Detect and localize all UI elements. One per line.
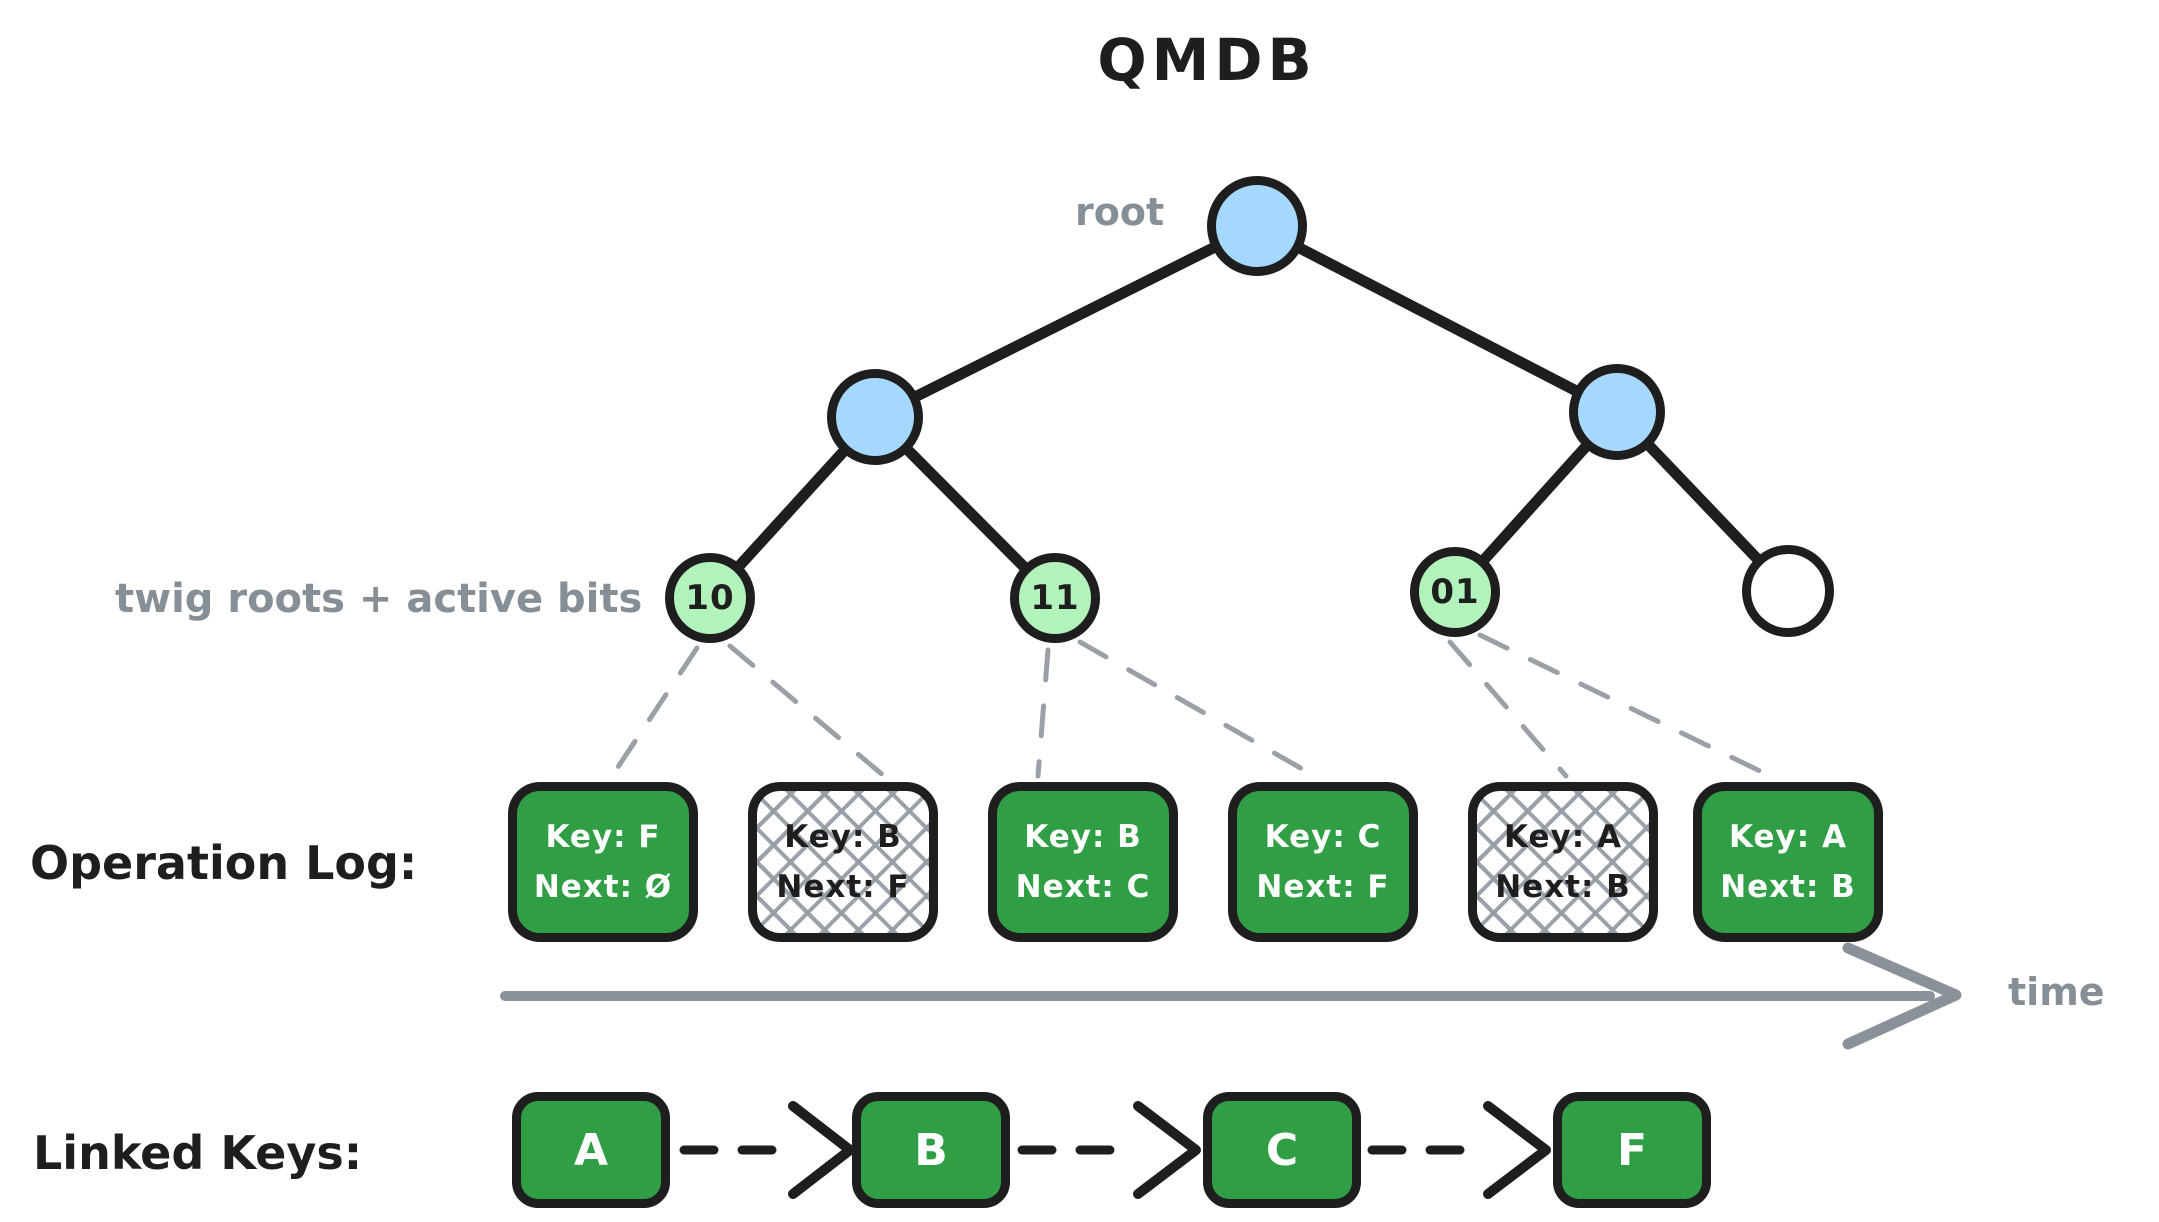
op-log-entry-3: Key: B Next: C — [988, 782, 1178, 942]
op-log-entry-1-key: Key: F — [545, 819, 661, 855]
twig-node-empty — [1742, 545, 1834, 637]
op-log-entry-4-key: Key: C — [1264, 819, 1382, 855]
linked-key-b: B — [852, 1092, 1010, 1208]
root-label: root — [1075, 190, 1165, 234]
dashed-link-twig11-op3 — [1035, 647, 1051, 779]
diagram-title: QMDB — [1097, 26, 1317, 94]
op-log-entry-3-next: Next: C — [1015, 869, 1151, 905]
op-log-entry-5-next: Next: B — [1495, 869, 1631, 905]
linked-key-f-label: F — [1616, 1124, 1648, 1176]
op-log-entry-4-next: Next: F — [1256, 869, 1390, 905]
twig-node-11-label: 11 — [1030, 578, 1080, 618]
op-log-entry-3-key: Key: B — [1024, 819, 1142, 855]
op-log-entry-1-next: Next: Ø — [533, 869, 673, 905]
internal-node-right — [1569, 364, 1665, 460]
linked-key-b-label: B — [914, 1124, 948, 1176]
op-log-entry-4: Key: C Next: F — [1228, 782, 1418, 942]
dashed-link-twig01-op6 — [1477, 632, 1767, 776]
operation-log-label: Operation Log: — [30, 836, 418, 890]
linked-keys-label: Linked Keys: — [33, 1126, 363, 1180]
op-log-entry-2-key: Key: B — [784, 819, 902, 855]
twig-node-11: 11 — [1010, 553, 1100, 643]
op-log-entry-1: Key: F Next: Ø — [508, 782, 698, 942]
linked-key-c: C — [1203, 1092, 1361, 1208]
dashed-link-twig10-op1 — [609, 645, 700, 779]
linked-key-f: F — [1553, 1092, 1711, 1208]
twig-roots-label: twig roots + active bits — [115, 576, 643, 622]
twig-node-10: 10 — [665, 553, 755, 643]
op-log-entry-5-key: Key: A — [1504, 819, 1622, 855]
dashed-link-twig11-op4 — [1077, 639, 1321, 781]
linked-arrowhead-c-f — [1483, 1101, 1551, 1199]
op-log-entry-2: Key: B Next: F — [748, 782, 938, 942]
linked-key-a-label: A — [573, 1124, 609, 1176]
linked-arrowhead-b-c — [1133, 1101, 1201, 1199]
twig-node-01: 01 — [1410, 547, 1500, 637]
op-log-entry-6-next: Next: B — [1720, 869, 1856, 905]
tree-edge-root-right — [1251, 220, 1623, 418]
dashed-link-twig10-op2 — [727, 643, 887, 779]
twig-node-01-label: 01 — [1430, 572, 1480, 612]
internal-node-left — [827, 369, 923, 465]
op-log-entry-6: Key: A Next: B — [1693, 782, 1883, 942]
time-arrow — [500, 942, 1962, 1050]
time-label: time — [2008, 970, 2105, 1014]
op-log-entry-2-next: Next: F — [776, 869, 910, 905]
linked-key-a: A — [512, 1092, 670, 1208]
linked-key-c-label: C — [1265, 1124, 1299, 1176]
root-node — [1207, 176, 1307, 276]
dashed-link-twig01-op5 — [1447, 639, 1569, 779]
twig-node-10-label: 10 — [685, 578, 735, 618]
linked-arrowhead-a-b — [788, 1101, 855, 1199]
op-log-entry-6-key: Key: A — [1729, 819, 1847, 855]
op-log-entry-5: Key: A Next: B — [1468, 782, 1658, 942]
tree-edge-root-left — [869, 220, 1263, 423]
